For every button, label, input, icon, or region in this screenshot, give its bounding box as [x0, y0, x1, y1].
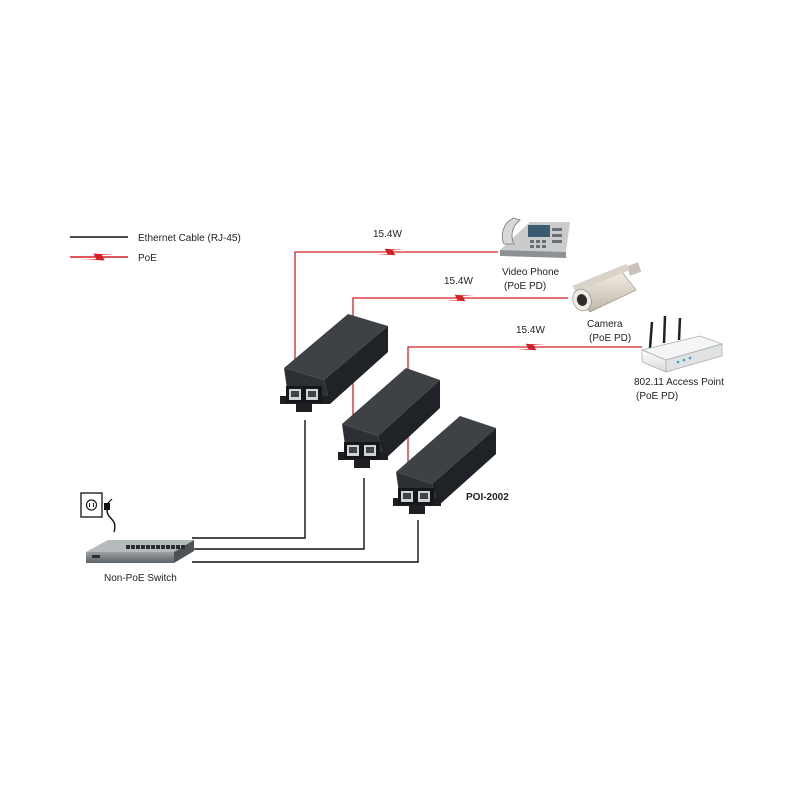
- legend: Ethernet Cable (RJ-45) PoE: [70, 233, 241, 264]
- switch-label: Non-PoE Switch: [104, 573, 177, 584]
- injector-model-label: POI-2002: [466, 492, 509, 503]
- plug-icon: [104, 499, 115, 532]
- video-phone-icon: [500, 218, 570, 258]
- poe-injector-icon: [280, 314, 388, 412]
- ap-label-line1: 802.11 Access Point: [634, 377, 724, 388]
- legend-ethernet-label: Ethernet Cable (RJ-45): [138, 233, 241, 244]
- camera-icon: [570, 262, 642, 313]
- poe-injector-1: [280, 314, 388, 412]
- ap-label-line2: (PoE PD): [636, 391, 678, 402]
- power-outlet-icon: [81, 493, 102, 517]
- ethernet-cable-1: [192, 420, 305, 538]
- legend-poe-line: [70, 254, 128, 261]
- power-label-camera: 15.4W: [444, 276, 473, 287]
- camera-label-line1: Camera: [587, 319, 623, 330]
- power-label-phone: 15.4W: [373, 229, 402, 240]
- camera-label-line2: (PoE PD): [589, 333, 631, 344]
- phone-label-line1: Video Phone: [502, 267, 560, 278]
- access-point-icon: [642, 316, 722, 372]
- phone-label-line2: (PoE PD): [504, 281, 546, 292]
- switch-icon: [86, 540, 194, 563]
- legend-poe-label: PoE: [138, 253, 157, 264]
- power-label-ap: 15.4W: [516, 325, 545, 336]
